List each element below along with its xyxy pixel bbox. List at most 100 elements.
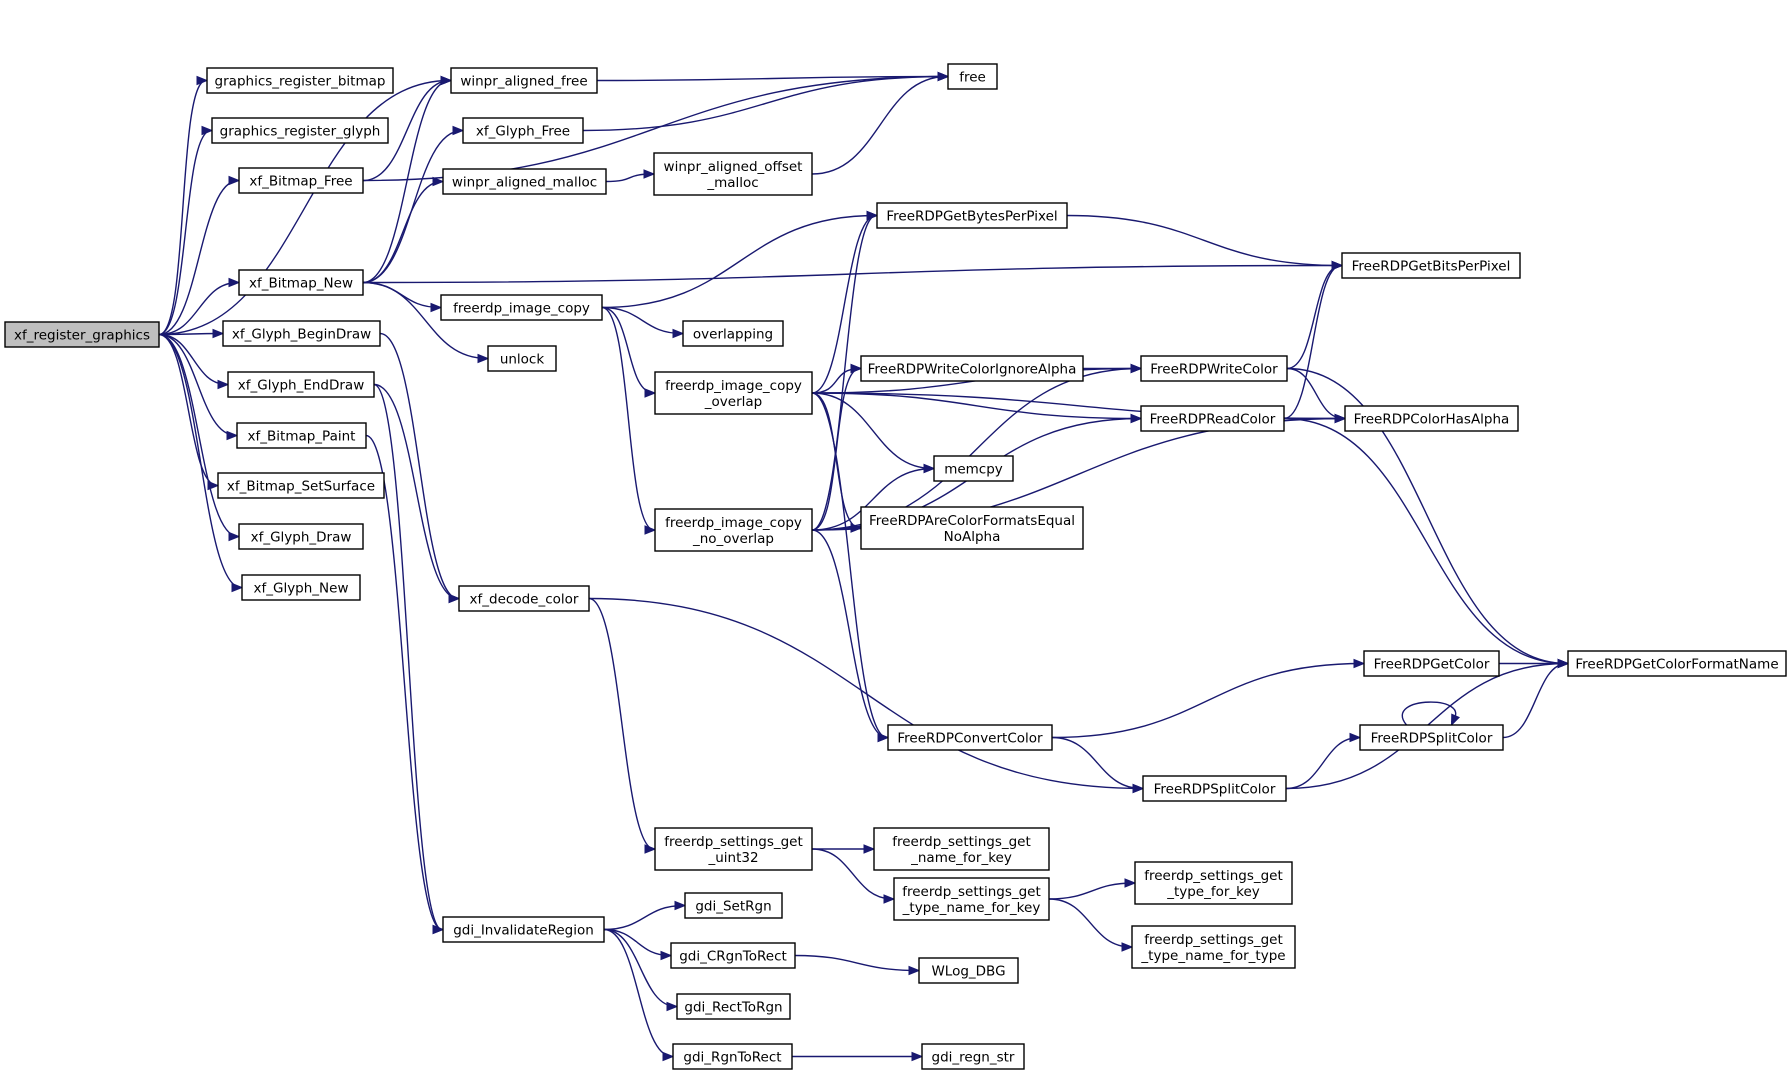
node-free-rdpwrite-color[interactable]: FreeRDPWriteColor: [1140, 355, 1288, 382]
node-xf-bitmap-free[interactable]: xf_Bitmap_Free: [238, 167, 364, 194]
node-free-rdpread-color[interactable]: FreeRDPReadColor: [1140, 405, 1285, 432]
node-graphics-register-bitmap[interactable]: graphics_register_bitmap: [206, 67, 394, 94]
edge-xf-register-graphics-to-xf-bitmap-free: [158, 175, 241, 336]
node-freerdp-settings-get-name-for-key[interactable]: freerdp_settings_get_name_for_key: [873, 827, 1050, 871]
arrowhead-icon: [430, 302, 443, 313]
node-label: _type_name_for_key: [902, 900, 1041, 916]
node-free[interactable]: free: [947, 63, 998, 90]
node-freerdp-settings-get-type-for-key[interactable]: freerdp_settings_get_type_for_key: [1134, 861, 1293, 905]
node-gdi-rgn-to-rect[interactable]: gdi_RgnToRect: [672, 1043, 793, 1070]
node-box: [236, 422, 367, 449]
arrowhead-icon: [1450, 713, 1460, 727]
node-label: FreeRDPConvertColor: [897, 731, 1043, 747]
arrowhead-icon: [452, 125, 465, 136]
edge-line: [601, 306, 655, 531]
node-winpr-aligned-malloc[interactable]: winpr_aligned_malloc: [442, 168, 607, 195]
node-xf-glyph-free[interactable]: xf_Glyph_Free: [462, 117, 584, 144]
node-label: freerdp_settings_get: [892, 834, 1031, 850]
node-label: xf_Bitmap_New: [249, 276, 353, 292]
node-gdi-crgn-to-rect[interactable]: gdi_CRgnToRect: [670, 942, 796, 969]
node-box: [653, 152, 813, 196]
node-label: freerdp_settings_get: [1144, 868, 1283, 884]
node-freerdp-image-copy-no-overlap[interactable]: freerdp_image_copy_no_overlap: [654, 508, 813, 552]
edge-line: [362, 281, 488, 360]
node-gdi-rect-to-rgn[interactable]: gdi_RectToRgn: [676, 993, 791, 1020]
edge-line: [1051, 662, 1364, 739]
node-free-rdpconvert-color[interactable]: FreeRDPConvertColor: [887, 724, 1053, 751]
node-xf-register-graphics[interactable]: xf_register_graphics: [4, 321, 160, 348]
node-freerdp-settings-get-uint32[interactable]: freerdp_settings_get_uint32: [654, 827, 813, 871]
node-box: [682, 320, 784, 347]
node-free-rdpget-color[interactable]: FreeRDPGetColor: [1363, 650, 1500, 677]
node-label: memcpy: [944, 462, 1003, 478]
node-label: freerdp_image_copy: [453, 301, 590, 317]
node-freerdp-settings-get-type-name-for-type[interactable]: freerdp_settings_get_type_name_for_type: [1131, 925, 1296, 969]
node-xf-glyph-new[interactable]: xf_Glyph_New: [241, 574, 361, 601]
node-free-rdpwrite-color-ignore-alpha[interactable]: FreeRDPWriteColorIgnoreAlpha: [860, 355, 1084, 382]
node-xf-glyph-begin-draw[interactable]: xf_Glyph_BeginDraw: [222, 320, 381, 347]
node-box: [654, 508, 813, 552]
edge-freerdp-settings-get-uint32-to-freerdp-settings-get-name-for-key: [811, 844, 876, 854]
node-gdi-invalidate-region[interactable]: gdi_InvalidateRegion: [442, 916, 605, 943]
edge-gdi-invalidate-region-to-gdi-rect-to-rgn: [603, 928, 679, 1012]
edge-freerdp-image-copy-to-free-rdpget-bytes-per-pixel: [601, 210, 879, 309]
node-label: FreeRDPGetColor: [1374, 657, 1490, 673]
node-free-rdpget-bytes-per-pixel[interactable]: FreeRDPGetBytesPerPixel: [876, 202, 1068, 229]
node-free-rdpget-bits-per-pixel[interactable]: FreeRDPGetBitsPerPixel: [1341, 252, 1521, 279]
edge-line: [811, 392, 861, 529]
edge-xf-register-graphics-to-xf-glyph-new: [158, 333, 244, 593]
node-label: gdi_regn_str: [932, 1050, 1015, 1066]
node-freerdp-image-copy-overlap[interactable]: freerdp_image_copy_overlap: [654, 371, 813, 415]
edge-free-rdpread-color-to-free-rdpget-bits-per-pixel: [1283, 260, 1344, 420]
node-label: freerdp_settings_get: [1144, 932, 1283, 948]
node-unlock[interactable]: unlock: [487, 345, 557, 372]
node-overlapping[interactable]: overlapping: [682, 320, 784, 347]
node-freerdp-image-copy[interactable]: freerdp_image_copy: [440, 294, 603, 321]
node-free-rdpget-color-format-name[interactable]: FreeRDPGetColorFormatName: [1567, 650, 1787, 677]
edge-line: [596, 75, 948, 82]
node-box: [933, 455, 1014, 482]
node-winpr-aligned-free[interactable]: winpr_aligned_free: [450, 67, 598, 94]
edge-line: [588, 597, 655, 850]
edge-free-rdpread-color-to-free-rdpget-color-format-name: [1283, 417, 1570, 669]
edge-xf-glyph-begin-draw-to-xf-decode-color: [379, 332, 461, 604]
node-label: xf_Glyph_EndDraw: [238, 378, 364, 394]
edge-line: [158, 79, 451, 336]
node-box: [241, 574, 361, 601]
edge-line: [811, 367, 861, 531]
arrowhead-icon: [644, 525, 657, 535]
arrowhead-icon: [477, 353, 490, 364]
node-label: FreeRDPColorHasAlpha: [1354, 412, 1510, 428]
node-label: _uint32: [707, 850, 758, 866]
node-winpr-aligned-offset-malloc[interactable]: winpr_aligned_offset_malloc: [653, 152, 813, 196]
node-label: xf_Bitmap_Free: [249, 174, 352, 190]
edge-gdi-crgn-to-rect-to-wlog-dbg: [794, 954, 921, 976]
node-memcpy[interactable]: memcpy: [933, 455, 1014, 482]
node-xf-bitmap-set-surface[interactable]: xf_Bitmap_SetSurface: [217, 472, 385, 499]
edge-line: [158, 79, 207, 336]
node-free-rdpsplit-color-a[interactable]: FreeRDPSplitColor: [1359, 724, 1504, 751]
node-label: xf_Glyph_BeginDraw: [232, 327, 371, 343]
node-wlog-dbg[interactable]: WLog_DBG: [918, 957, 1019, 984]
node-xf-bitmap-paint[interactable]: xf_Bitmap_Paint: [236, 422, 367, 449]
node-free-rdpcolor-has-alpha[interactable]: FreeRDPColorHasAlpha: [1344, 405, 1519, 432]
node-xf-bitmap-new[interactable]: xf_Bitmap_New: [238, 269, 364, 296]
edge-line: [1048, 882, 1135, 900]
node-gdi-set-rgn[interactable]: gdi_SetRgn: [684, 892, 783, 919]
node-xf-glyph-draw[interactable]: xf_Glyph_Draw: [238, 523, 364, 550]
node-label: gdi_RectToRgn: [684, 1000, 782, 1016]
node-graphics-register-glyph[interactable]: graphics_register_glyph: [211, 117, 389, 144]
node-gdi-regn-str[interactable]: gdi_regn_str: [921, 1043, 1025, 1070]
node-xf-glyph-end-draw[interactable]: xf_Glyph_EndDraw: [227, 371, 375, 398]
arrowhead-icon: [228, 531, 241, 542]
node-xf-decode-color[interactable]: xf_decode_color: [458, 585, 590, 612]
arrowhead-icon: [1121, 942, 1134, 952]
node-free-rdpsplit-color-b[interactable]: FreeRDPSplitColor: [1142, 775, 1287, 802]
node-label: xf_Bitmap_Paint: [248, 429, 356, 445]
node-box: [462, 117, 584, 144]
node-freerdp-settings-get-type-name-for-key[interactable]: freerdp_settings_get_type_name_for_key: [893, 877, 1050, 921]
edge-line: [811, 75, 948, 175]
node-label: freerdp_image_copy: [665, 378, 802, 394]
arrowhead-icon: [662, 1051, 675, 1062]
